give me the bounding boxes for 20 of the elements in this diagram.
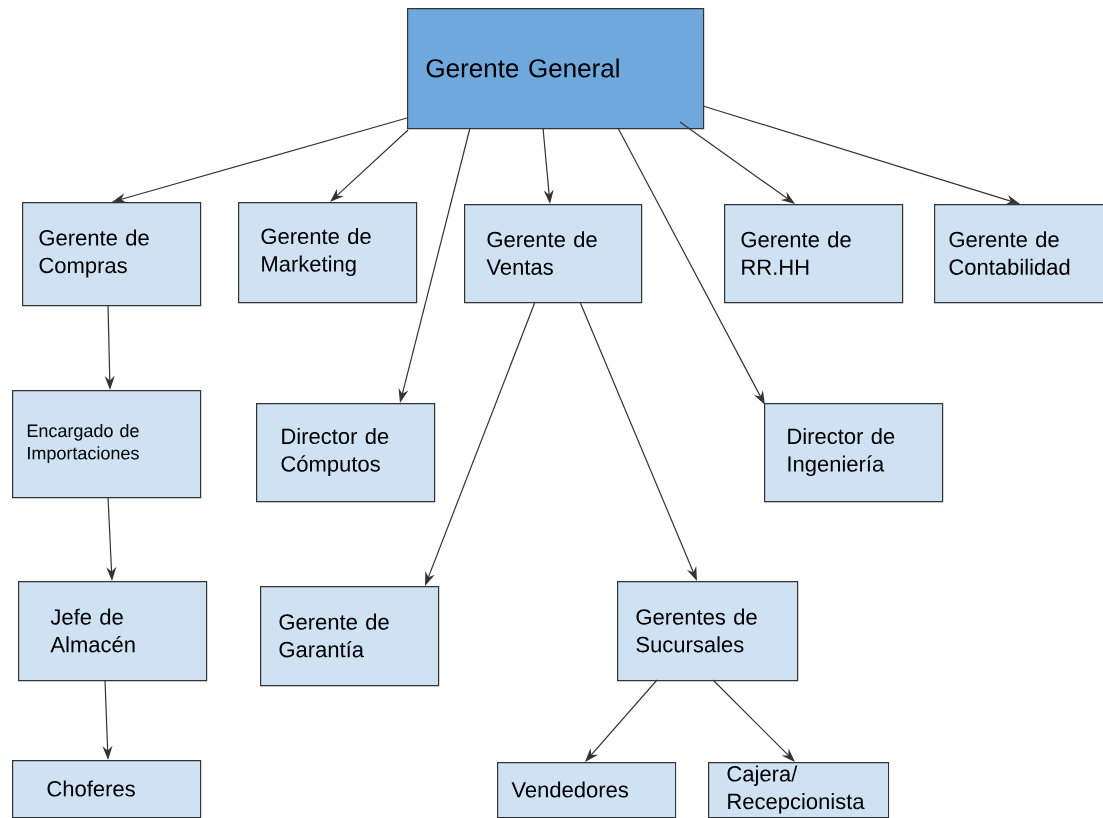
position-box: Encargado de Importaciones (12, 390, 202, 499)
position-box: Gerente de Contabilidad (934, 204, 1103, 304)
position-box: Gerente de Marketing (238, 202, 418, 304)
position-box: Choferes (12, 760, 202, 818)
position-box: Gerente de Garantía (260, 586, 440, 687)
position-box: Director de Cómputos (256, 403, 436, 503)
position-box: Director de Ingeniería (764, 403, 944, 503)
arrow (585, 679, 658, 762)
manager-box: Gerente General (407, 8, 705, 130)
arrow (330, 129, 409, 202)
position-box: Vendedores (497, 762, 677, 818)
arrow (679, 121, 795, 204)
position-box: Gerentes de Sucursales (617, 581, 799, 682)
position-box: Gerente de RR.HH (724, 204, 904, 304)
position-box: Gerente de Ventas (464, 204, 643, 304)
position-box: Gerente de Compras (22, 202, 202, 307)
arrow (712, 679, 795, 762)
arrow (617, 127, 765, 405)
position-box: Jefe de Almacén (18, 581, 208, 682)
position-box: Cajera/ Recepcionista (708, 762, 890, 818)
